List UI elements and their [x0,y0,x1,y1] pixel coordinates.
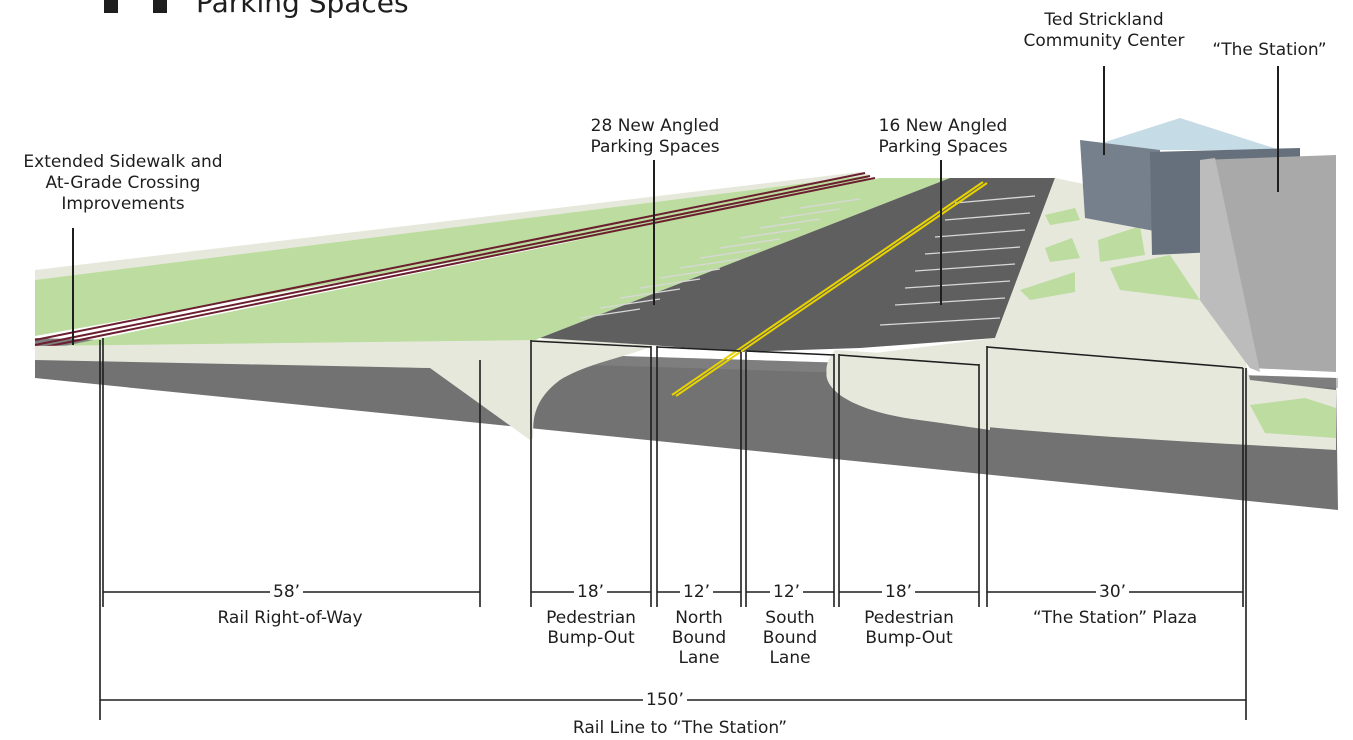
dim-value-station-plaza: 30’ [1096,582,1130,602]
dim-value-south-lane: 12’ [770,582,804,602]
community-center-building [1080,140,1160,232]
callout-extended-sidewalk: Extended Sidewalk and At-Grade Crossing … [23,152,223,214]
dim-value-north-lane: 12’ [680,582,714,602]
callout-16-parking-spaces: 16 New Angled Parking Spaces [878,116,1008,157]
dim-label-ped-bumpout-right: Pedestrian Bump-Out [864,608,954,648]
left-bump-out [35,333,657,440]
dim-label-ped-bumpout-left: Pedestrian Bump-Out [546,608,636,648]
callout-community-center: Ted Strickland Community Center [1023,10,1185,51]
parking-stalls-16 [879,195,1036,326]
parking-stalls-28 [579,198,861,319]
callout-leaders [72,66,1279,345]
right-bump-out [826,350,990,430]
title-mark-2 [153,0,167,13]
rail-right-of-way-grass [35,178,950,368]
road-centerline [671,181,988,397]
dim-label-north-lane: North Bound Lane [671,608,727,668]
plaza-grass [1020,208,1336,438]
dim-value-ped-bumpout-right: 18’ [882,582,916,602]
dim-value-total: 150’ [643,690,687,710]
callout-the-station: “The Station” [1212,40,1327,60]
page-title: Parking Spaces [196,0,409,19]
community-center-roof [1080,118,1280,150]
callout-28-parking-spaces: 28 New Angled Parking Spaces [590,116,720,157]
station-building-side [1200,158,1260,372]
rail-tracks [34,172,876,350]
dim-value-ped-bumpout-left: 18’ [574,582,608,602]
dim-label-station-plaza: “The Station” Plaza [1032,608,1198,628]
title-mark-1 [104,0,118,13]
dim-label-south-lane: South Bound Lane [762,608,818,668]
dim-label-total: Rail Line to “The Station” [572,718,788,738]
dim-label-rail-right-of-way: Rail Right-of-Way [217,608,363,628]
far-sidewalk [35,172,870,280]
dim-value-rail-right-of-way: 58’ [270,582,304,602]
